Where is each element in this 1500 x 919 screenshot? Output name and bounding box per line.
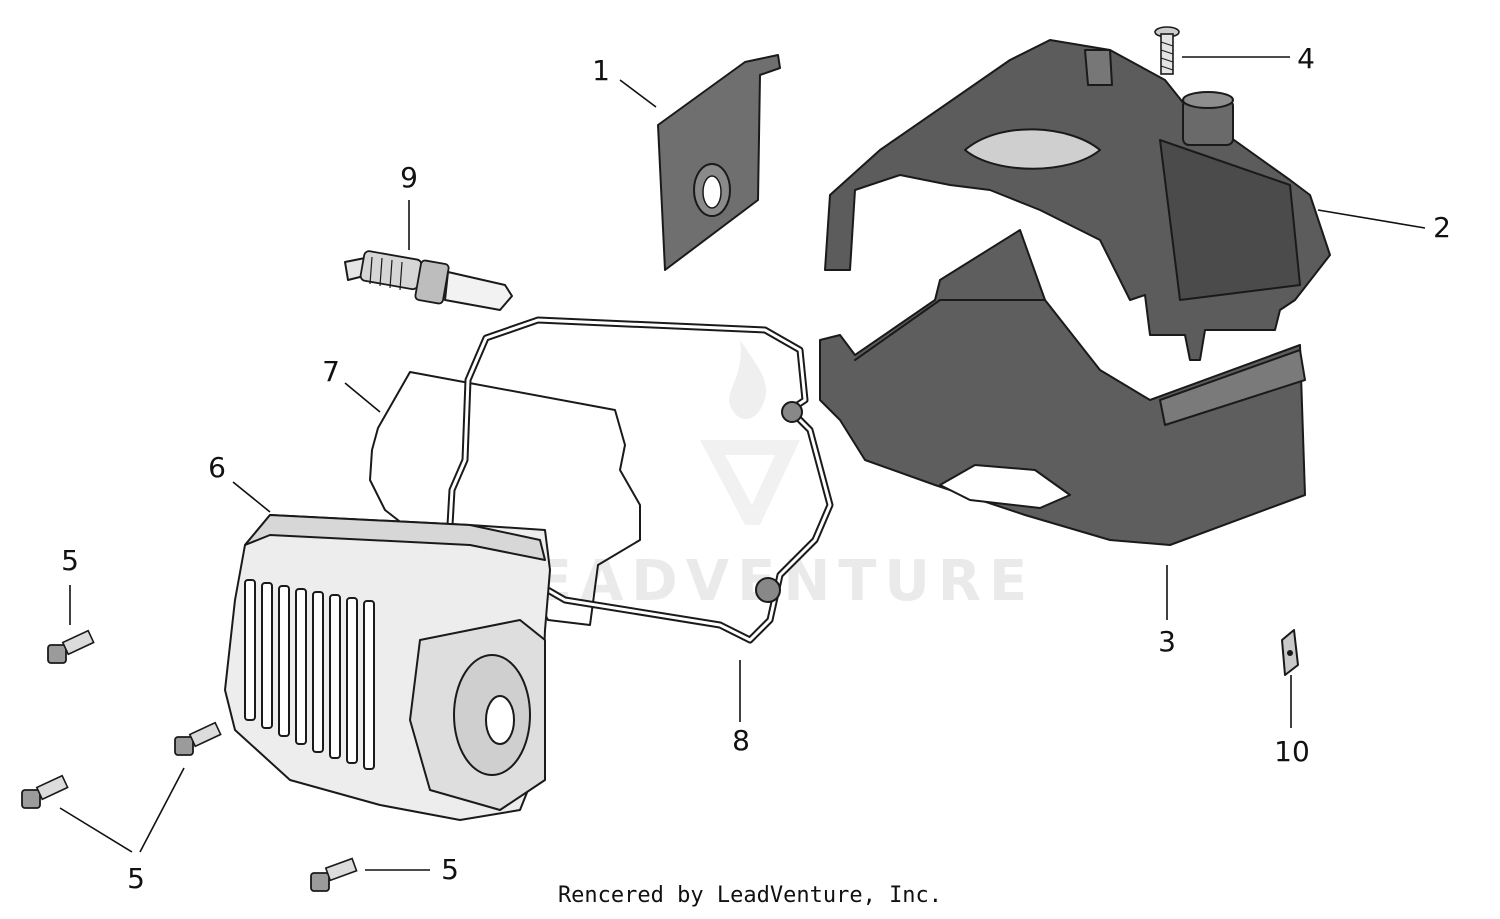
cooling-fins bbox=[244, 579, 375, 770]
callout-5-bottom: 5 bbox=[441, 853, 459, 886]
part-3-lower-shroud bbox=[819, 229, 1306, 546]
watermark-logo bbox=[700, 340, 800, 525]
part-5-bolt-bottom bbox=[310, 857, 358, 892]
render-credit: Rencered by LeadVenture, Inc. bbox=[558, 883, 942, 908]
callout-3: 3 bbox=[1158, 625, 1176, 658]
callout-5-left: 5 bbox=[127, 862, 145, 895]
callout-7: 7 bbox=[322, 355, 340, 388]
callout-9: 9 bbox=[400, 161, 418, 194]
part-10-clip bbox=[1281, 629, 1299, 676]
part-1-plate bbox=[657, 54, 781, 271]
callout-8: 8 bbox=[732, 724, 750, 757]
callout-10: 10 bbox=[1274, 735, 1310, 768]
part-9-spark-plug bbox=[344, 250, 513, 311]
part-6-cylinder-head bbox=[224, 514, 551, 821]
part-2-upper-shroud bbox=[824, 39, 1331, 361]
leader-lines bbox=[59, 56, 1426, 871]
part-5-bolt-middle bbox=[174, 721, 222, 756]
callout-1: 1 bbox=[592, 54, 610, 87]
part-8-gasket bbox=[446, 316, 834, 644]
callout-2: 2 bbox=[1433, 211, 1451, 244]
callout-5-top: 5 bbox=[61, 544, 79, 577]
callout-6: 6 bbox=[208, 451, 226, 484]
callout-4: 4 bbox=[1297, 42, 1315, 75]
part-4-screw bbox=[1154, 26, 1180, 75]
part-7-gasket bbox=[369, 371, 641, 626]
part-5-bolt-top bbox=[47, 629, 95, 664]
part-5-bolt-left bbox=[21, 774, 69, 809]
